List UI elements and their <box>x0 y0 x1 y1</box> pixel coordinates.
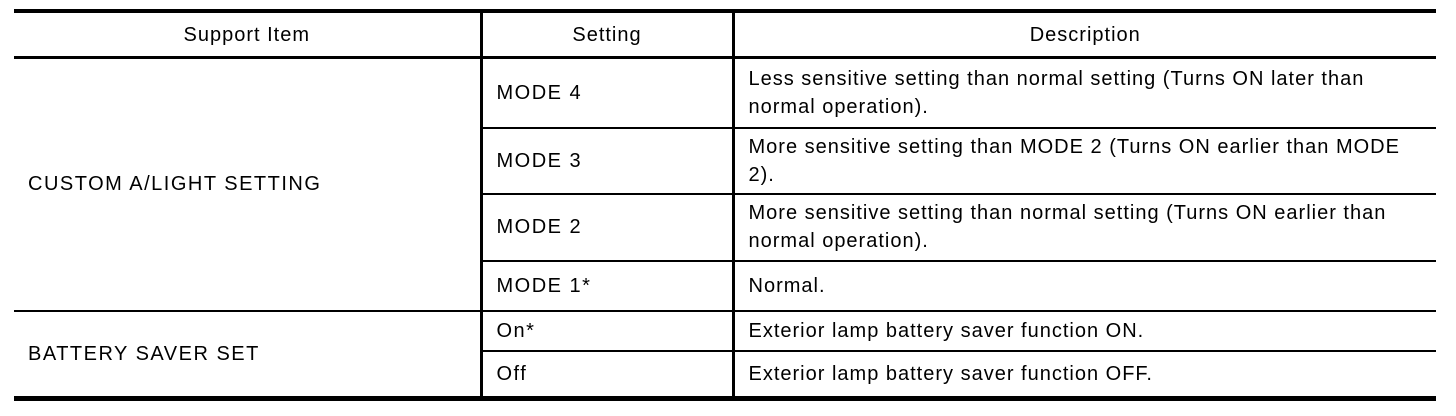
cell-setting-on: On* <box>479 309 735 352</box>
table-row-mode1: MODE 1* Normal. <box>14 259 1436 312</box>
cell-setting-mode4: MODE 4 <box>479 56 735 129</box>
cell-description-mode3: More sensitive setting than MODE 2 (Turn… <box>731 126 1436 195</box>
cell-description-on: Exterior lamp battery saver function ON. <box>731 309 1436 352</box>
header-setting: Setting <box>479 11 733 59</box>
header-support-item: Support Item <box>14 11 481 59</box>
support-settings-table: Support Item Setting Description CUSTOM … <box>14 9 1436 401</box>
cell-description-mode1: Normal. <box>731 259 1436 312</box>
header-description: Description <box>731 11 1436 59</box>
table-row-battery-off: Off Exterior lamp battery saver function… <box>14 349 1436 400</box>
cell-support-item-custom-alight: CUSTOM A/LIGHT SETTING <box>14 56 483 312</box>
cell-description-mode4: Less sensitive setting than normal setti… <box>731 56 1436 129</box>
table-row-mode3: MODE 3 More sensitive setting than MODE … <box>14 126 1436 195</box>
header-row: Support Item Setting Description <box>14 11 1436 59</box>
table-row-mode4: CUSTOM A/LIGHT SETTING MODE 4 Less sensi… <box>14 56 1436 312</box>
table-row-mode2: MODE 2 More sensitive setting than norma… <box>14 192 1436 262</box>
cell-setting-mode1: MODE 1* <box>479 259 735 312</box>
cell-setting-mode2: MODE 2 <box>479 192 735 262</box>
cell-description-off: Exterior lamp battery saver function OFF… <box>731 349 1436 400</box>
cell-description-mode2: More sensitive setting than normal setti… <box>731 192 1436 262</box>
cell-setting-off: Off <box>479 349 735 400</box>
cell-setting-mode3: MODE 3 <box>479 126 735 195</box>
cell-support-item-battery-saver: BATTERY SAVER SET <box>14 309 483 400</box>
table-row-battery-on: BATTERY SAVER SET On* Exterior lamp batt… <box>14 309 1436 400</box>
